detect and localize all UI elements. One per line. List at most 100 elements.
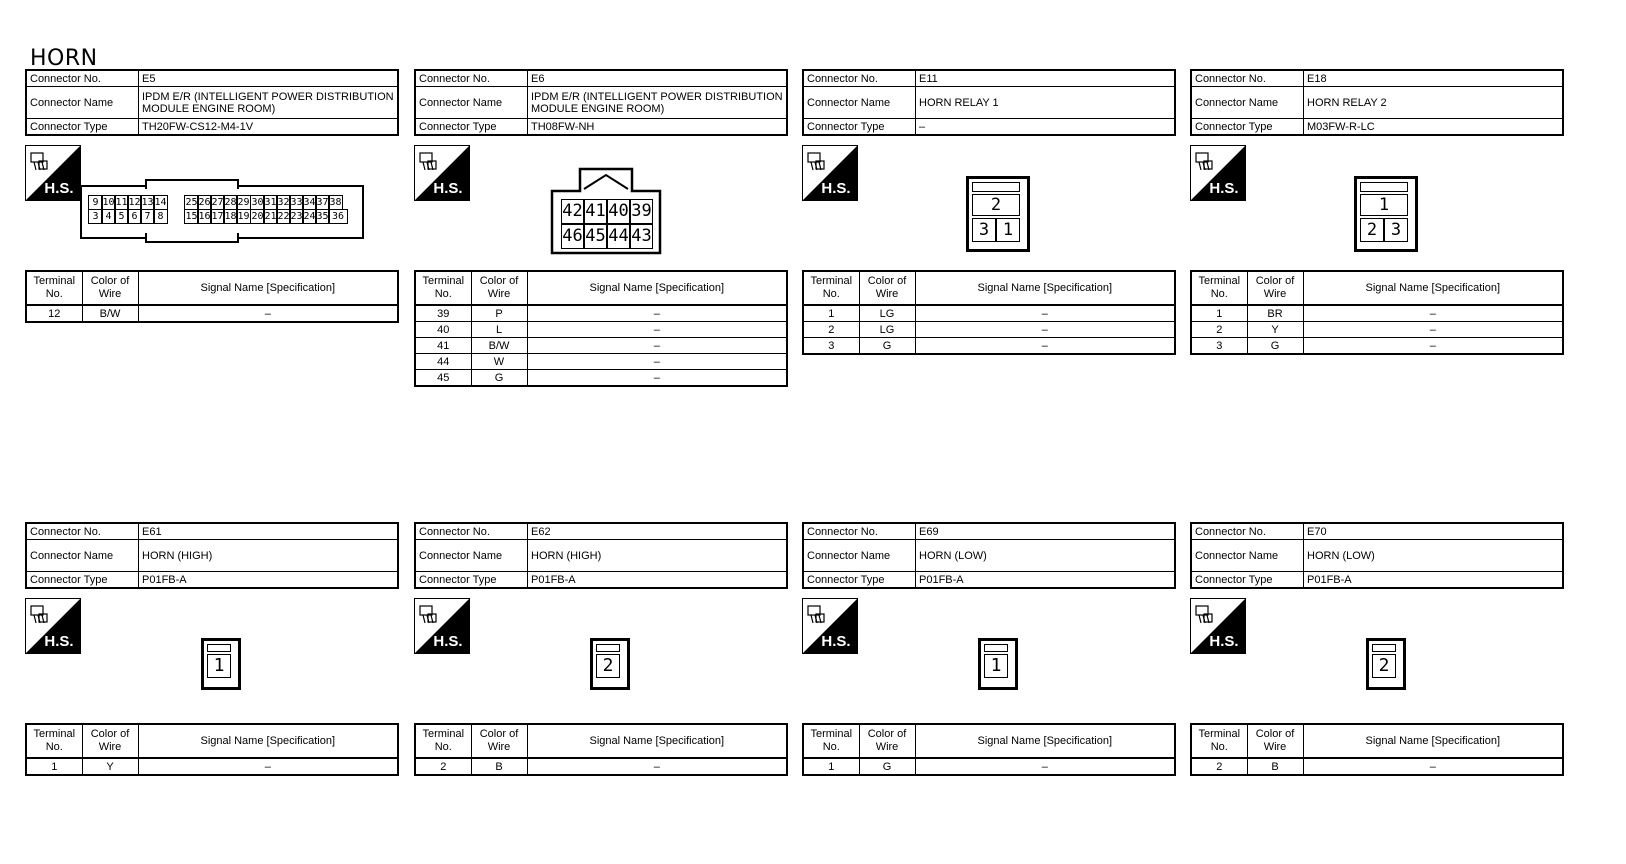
connector-name-value: HORN RELAY 1 xyxy=(915,86,1176,119)
hs-label: H.S. xyxy=(44,633,73,650)
connector-type-value: TH08FW-NH xyxy=(527,118,788,136)
connector-type-label: Connector Type xyxy=(1190,118,1304,136)
pin-cell: 20 xyxy=(250,209,265,224)
pin-cell: 2 xyxy=(596,654,620,678)
connector-no-label: Connector No. xyxy=(802,522,916,540)
connector-no-value: E11 xyxy=(915,69,1176,87)
connector-type-value: P01FB-A xyxy=(915,571,1176,589)
signal-name-cell: – xyxy=(526,337,788,354)
connector-no-value: E70 xyxy=(1303,522,1564,540)
connector-name-value: HORN (HIGH) xyxy=(138,539,399,572)
harness-side-icon: H.S. xyxy=(414,598,470,654)
pin-cell: 4 xyxy=(101,209,116,224)
harness-side-icon: H.S. xyxy=(25,145,81,201)
signal-name-cell: – xyxy=(1302,757,1564,776)
hs-label: H.S. xyxy=(821,180,850,197)
terminal-no-cell: 1 xyxy=(802,757,860,776)
pin-cell: 42 xyxy=(561,199,584,224)
terminal-no-cell: 2 xyxy=(1190,321,1248,338)
connector-name-label: Connector Name xyxy=(1190,86,1304,119)
connector-type-label: Connector Type xyxy=(1190,571,1304,589)
terminal-no-header: Terminal No. xyxy=(1190,723,1248,759)
terminal-no-cell: 2 xyxy=(414,757,472,776)
color-of-wire-header: Color of Wire xyxy=(81,270,139,306)
color-of-wire-header: Color of Wire xyxy=(858,270,916,306)
connector-no-label: Connector No. xyxy=(1190,522,1304,540)
wire-color-cell: G xyxy=(1246,337,1304,355)
connector-name-label: Connector Name xyxy=(1190,539,1304,572)
hs-label: H.S. xyxy=(1209,633,1238,650)
connector-name-label: Connector Name xyxy=(25,86,139,119)
pin-cell: 3 xyxy=(88,209,103,224)
connector-name-label: Connector Name xyxy=(25,539,139,572)
pin-cell: 41 xyxy=(584,199,607,224)
wire-color-cell: G xyxy=(470,369,528,387)
signal-name-header: Signal Name [Specification] xyxy=(1302,723,1564,759)
pin-cell: 38 xyxy=(328,195,343,210)
harness-side-icon: H.S. xyxy=(1190,145,1246,201)
harness-side-icon: H.S. xyxy=(25,598,81,654)
terminal-no-cell: 40 xyxy=(414,321,472,338)
connector-type-value: TH20FW-CS12-M4-1V xyxy=(138,118,399,136)
connector-name-value: HORN (LOW) xyxy=(915,539,1176,572)
connector-name-value: HORN (HIGH) xyxy=(527,539,788,572)
pin-cell: 2 xyxy=(1360,218,1384,242)
signal-name-header: Signal Name [Specification] xyxy=(914,723,1176,759)
connector-no-label: Connector No. xyxy=(25,522,139,540)
connector-no-label: Connector No. xyxy=(414,69,528,87)
connector-name-label: Connector Name xyxy=(802,86,916,119)
signal-name-cell: – xyxy=(526,353,788,370)
wire-color-cell: G xyxy=(858,337,916,355)
pin-cell: 44 xyxy=(607,224,630,249)
pin-cell: 2 xyxy=(1372,654,1396,678)
connector-no-value: E5 xyxy=(138,69,399,87)
signal-name-cell: – xyxy=(914,304,1176,322)
connector-type-value: P01FB-A xyxy=(1303,571,1564,589)
connector-face-e61: 1 xyxy=(25,638,399,694)
signal-name-header: Signal Name [Specification] xyxy=(137,270,399,306)
wire-color-cell: B xyxy=(1246,757,1304,776)
connector-name-value: HORN (LOW) xyxy=(1303,539,1564,572)
terminal-no-cell: 2 xyxy=(802,321,860,338)
hs-label: H.S. xyxy=(1209,180,1238,197)
connector-type-label: Connector Type xyxy=(25,118,139,136)
terminal-no-cell: 41 xyxy=(414,337,472,354)
pin-cell: 1 xyxy=(1360,194,1408,216)
color-of-wire-header: Color of Wire xyxy=(81,723,139,759)
connector-name-value: IPDM E/R (INTELLIGENT POWER DISTRIBUTION… xyxy=(527,86,788,119)
wire-color-cell: LG xyxy=(858,321,916,338)
page-title: HORN xyxy=(30,46,98,71)
signal-name-cell: – xyxy=(526,304,788,322)
signal-name-cell: – xyxy=(137,757,399,776)
connector-no-value: E69 xyxy=(915,522,1176,540)
connector-type-label: Connector Type xyxy=(802,571,916,589)
wire-color-cell: BR xyxy=(1246,304,1304,322)
pin-cell: 43 xyxy=(630,224,653,249)
connector-face-e70: 2 xyxy=(1190,638,1564,694)
signal-name-cell: – xyxy=(914,757,1176,776)
connector-type-label: Connector Type xyxy=(802,118,916,136)
